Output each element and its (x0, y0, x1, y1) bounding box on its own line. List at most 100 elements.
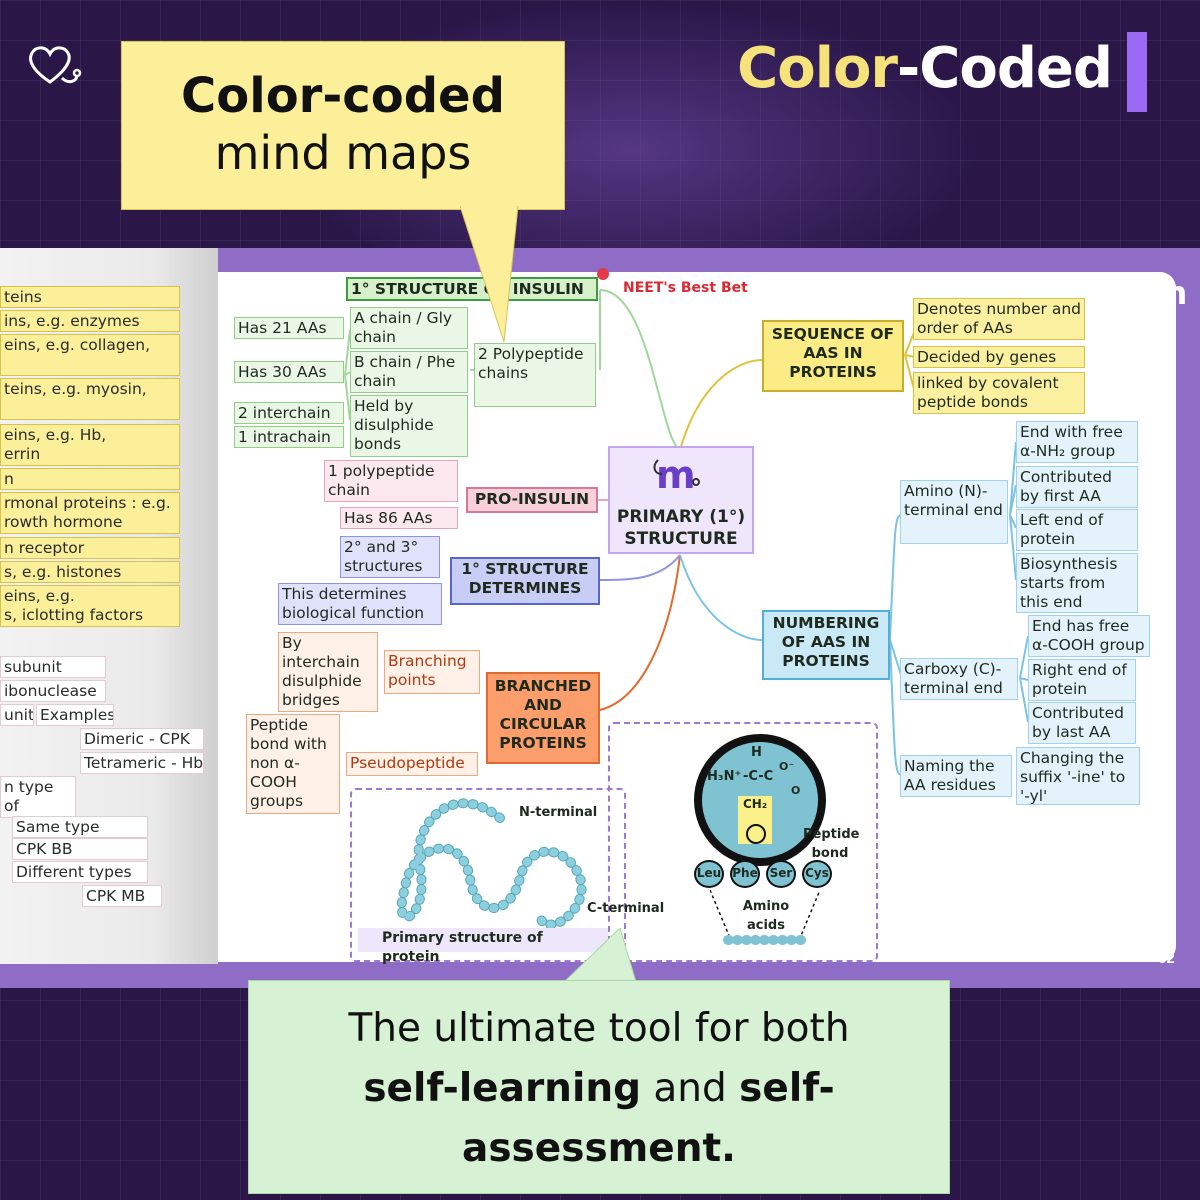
intrachain-node: 1 intrachain (234, 426, 344, 448)
and-text: and (641, 1066, 740, 1111)
c-terminal-detail-2: Right end of protein (1028, 659, 1136, 701)
protein-figure-frame (350, 788, 626, 962)
aa-cys: Cys (802, 860, 832, 888)
left-item: Dimeric - CPK (80, 728, 204, 750)
c-terminal-detail-1: End has free α-COOH group (1028, 615, 1150, 657)
sequence-node: SEQUENCE OF AAS IN PROTEINS (762, 320, 904, 392)
pin-icon (597, 268, 609, 280)
n-terminal-detail-3: Left end of protein (1016, 509, 1138, 551)
n-terminal-node: Amino (N)-terminal end (900, 480, 1008, 544)
neet-tag: NEET's Best Bet (623, 280, 748, 296)
c-terminal-detail-3: Contributed by last AA (1028, 702, 1136, 744)
callout-top-line-1: Color-coded (181, 68, 505, 124)
heading-part-1: Color (737, 36, 898, 101)
left-row: n (0, 468, 180, 490)
left-row: rmonal proteins : e.g.rowth hormone (0, 492, 180, 534)
left-item: subunit (0, 656, 106, 678)
proinsulin-node: PRO-INSULIN (466, 487, 598, 513)
left-item: n type oft (0, 776, 76, 818)
svg-text:m: m (656, 453, 696, 496)
callout-bottom-line-1: The ultimate tool for both (348, 1006, 850, 1051)
a-chain-node: A chain / Gly chain (350, 307, 468, 349)
interchain-node: 2 interchain (234, 402, 344, 424)
left-row-text: rowth hormone (4, 513, 123, 531)
copyright-text: © 2025 by Teachspoon EdTech Private Limi… (1158, 608, 1175, 940)
left-item-text: n type of (4, 778, 54, 815)
callout-top-tail (460, 206, 519, 343)
svg-text:m: m (1154, 274, 1187, 312)
left-item-text: t (4, 816, 10, 817)
n-terminal-label: N-terminal (519, 805, 598, 820)
naming-node: Naming the AA residues (900, 755, 1012, 797)
aa-ser: Ser (766, 860, 796, 888)
callout-top-line-2: mind maps (214, 126, 472, 180)
left-item: Different types (12, 861, 148, 883)
pseudopeptide-node: Pseudopeptide (346, 752, 478, 776)
center-title: PRIMARY (1°) STRUCTURE (616, 507, 746, 549)
callout-mind-maps: Color-coded mind maps (121, 41, 565, 210)
assessment-text: assessment. (462, 1126, 736, 1171)
secondary-tertiary-node: 2° and 3° structures (340, 536, 440, 578)
hydrogen-label: H (751, 745, 762, 760)
left-item: unit (0, 704, 34, 726)
left-row-text: eins, e.g. (4, 587, 75, 605)
left-item: CPK MB (82, 885, 162, 907)
decided-by-genes-node: Decided by genes (913, 346, 1085, 368)
covalent-bonds-node: linked by covalent peptide bonds (913, 372, 1085, 414)
naming-detail: Changing the suffix '-ine' to '-yl' (1016, 747, 1140, 805)
determines-node: 1° STRUCTURE DETERMINES (450, 557, 600, 605)
heading-part-2: -Coded (897, 36, 1113, 101)
peptide-bond-node: Peptide bond with non α-COOH groups (246, 714, 340, 814)
peptide-bond-label: Peptide bond (803, 827, 860, 861)
b-chain-node: B chain / Phe chain (350, 351, 468, 393)
amino-acid-figure-frame (608, 722, 878, 962)
callout-bottom-line-2: self-learning and self- (249, 1059, 949, 1119)
left-item: Same type (12, 816, 148, 838)
protein-chain-figure (396, 798, 587, 930)
callout-bottom-line-3: assessment. (249, 1119, 949, 1179)
left-row: eins, e.g. collagen, (0, 334, 180, 376)
left-row: s, e.g. histones (0, 561, 180, 583)
brand-m-corner-icon: m (1154, 274, 1187, 312)
left-row: teins, e.g. myosin, (0, 378, 180, 420)
aa-leu: Leu (694, 860, 724, 888)
c-terminal-node: Carboxy (C)-terminal end (900, 658, 1018, 700)
amine-label: H₃N⁺ (707, 769, 742, 784)
left-page: teins ins, e.g. enzymes eins, e.g. colla… (0, 248, 218, 964)
left-item: CPK BB (12, 838, 148, 860)
b-chain-aas-node: Has 30 AAs (234, 361, 344, 383)
n-terminal-detail-4: Biosynthesis starts from this end (1016, 553, 1138, 613)
left-row-text: s, iclotting factors (4, 606, 144, 624)
oxygen-minus-label: O⁻ (779, 760, 795, 773)
left-row: teins (0, 286, 180, 308)
left-item: Examples (36, 704, 114, 726)
amino-acids-label: Amino acids (742, 899, 790, 933)
n-terminal-detail-1: End with free α-NH₂ group (1016, 421, 1138, 463)
self-learning-text: self-learning (363, 1066, 641, 1111)
aa-phe: Phe (730, 860, 760, 888)
amino-acid-bead-chain (710, 890, 820, 945)
left-item: Tetrameric - Hb (80, 752, 204, 774)
branched-circular-node: BRANCHED AND CIRCULAR PROTEINS (486, 672, 600, 764)
oxygen-label: O (791, 784, 801, 797)
left-row: ins, e.g. enzymes (0, 310, 180, 332)
left-row-text: errin (4, 445, 41, 463)
biological-function-node: This determines biological function (278, 583, 442, 625)
brand-m-icon: m (653, 453, 700, 496)
amino-acid-chain: Leu Phe Ser Cys (694, 860, 834, 888)
ch2-label: CH₂ (743, 797, 768, 811)
c-terminal-label: C-terminal (587, 901, 665, 916)
numbering-node: NUMBERING OF AAS IN PROTEINS (762, 610, 890, 680)
polypeptide-chains-node: 2 Polypeptide chains (474, 343, 596, 407)
left-row: eins, e.g.s, iclotting factors (0, 585, 180, 627)
n-terminal-detail-2: Contributed by first AA (1016, 466, 1138, 508)
proinsulin-aas-node: Has 86 AAs (340, 507, 458, 529)
carbon-label: -C-C (743, 769, 774, 784)
heart-stethoscope-logo-icon (29, 46, 82, 84)
figure-caption: Primary structure of protein (358, 928, 608, 965)
page-number: 62 (1158, 950, 1175, 967)
page-heading: Color-Coded (737, 36, 1113, 101)
callout-bottom-tail (562, 928, 637, 983)
left-row: eins, e.g. Hb,errin (0, 424, 180, 466)
left-item: ibonuclease (0, 680, 106, 702)
